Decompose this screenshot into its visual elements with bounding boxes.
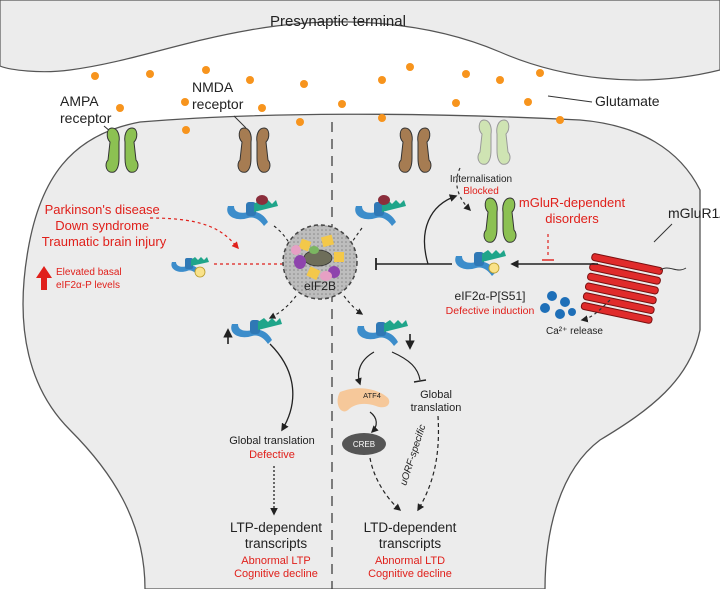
eif2b-complex — [282, 224, 358, 300]
presynaptic-terminal — [0, 0, 720, 81]
calcium-ions — [540, 291, 576, 319]
left-defective: Defective — [249, 449, 295, 461]
disease-list: Parkinson's disease Down syndrome Trauma… — [42, 202, 167, 249]
internalisation-label: Internalisation — [450, 174, 512, 185]
postsynaptic-membrane — [22, 113, 701, 589]
eif2b-label: eIF2B — [304, 279, 336, 293]
atf4-label: ATF4 — [363, 391, 381, 400]
mglur-label: mGluR1/5 — [668, 205, 720, 221]
phospho-icon — [488, 262, 500, 274]
blocked-label: Blocked — [463, 186, 499, 197]
creb-label: CREB — [353, 440, 375, 449]
mglur-receptor — [580, 253, 663, 324]
ca-release-label: Ca²⁺ release — [546, 326, 603, 337]
presynaptic-label: Presynaptic terminal — [270, 13, 406, 30]
creb-shape — [342, 433, 386, 455]
phospho-icon-left — [194, 266, 206, 278]
defective-induction-label: Defective induction — [446, 305, 535, 317]
red-up-arrow-icon — [36, 266, 52, 290]
glutamate-label: Glutamate — [595, 93, 660, 109]
left-global-translation: Global translation — [229, 435, 315, 447]
eif2a-p-label: eIF2α-P[S51] — [455, 289, 526, 303]
glutamate-dots — [91, 63, 564, 134]
atf4-shape — [337, 388, 390, 412]
